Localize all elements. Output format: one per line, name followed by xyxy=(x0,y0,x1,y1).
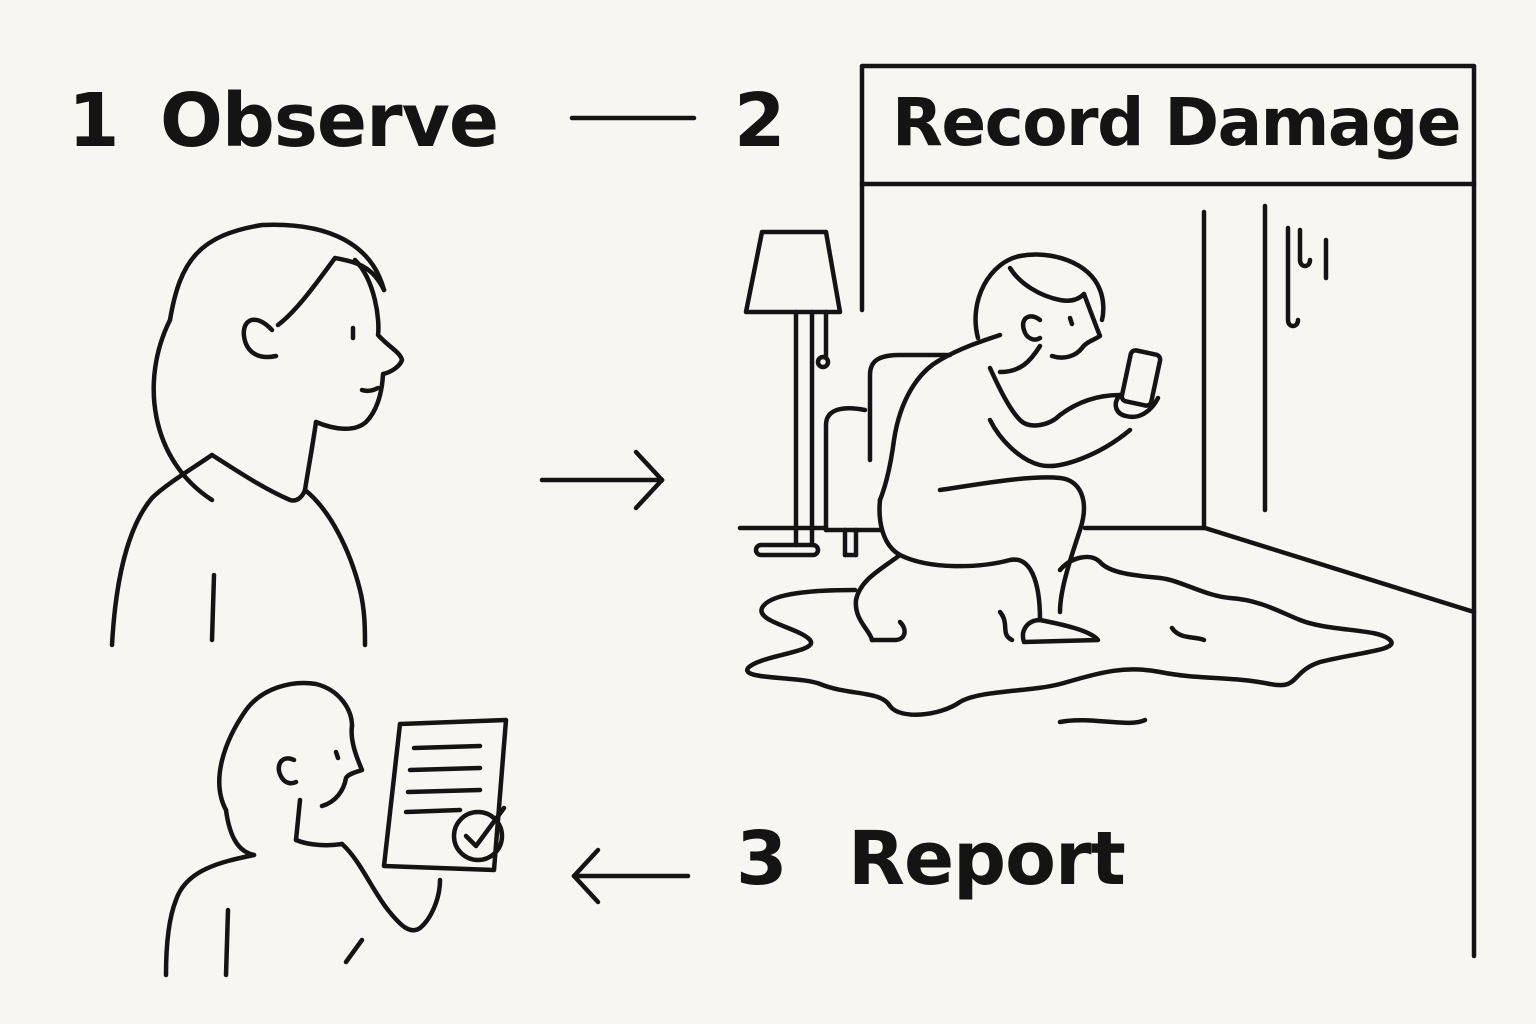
step-3-number: 3 xyxy=(736,816,787,902)
arrow-left-icon xyxy=(571,847,691,905)
wall-leak-drips-icon xyxy=(1285,225,1329,329)
step-1-number: 1 xyxy=(68,78,119,164)
step-1-title: Observe xyxy=(160,78,499,164)
armchair-icon xyxy=(823,352,953,558)
water-puddle-icon xyxy=(745,554,1394,726)
room-walls xyxy=(737,203,1477,615)
step-2-title: Record Damage xyxy=(892,84,1461,161)
floor-lamp-icon xyxy=(743,229,843,558)
woman-profile-icon xyxy=(109,222,405,648)
step-2-number: 2 xyxy=(734,78,785,164)
woman-holding-checked-report-icon xyxy=(163,680,509,978)
record-damage-frame xyxy=(859,63,1477,959)
woman-crouching-with-phone-icon xyxy=(853,252,1163,645)
step-3-title: Report xyxy=(848,816,1126,902)
checkmark-badge-icon xyxy=(451,805,507,863)
arrow-right-icon xyxy=(539,449,665,511)
